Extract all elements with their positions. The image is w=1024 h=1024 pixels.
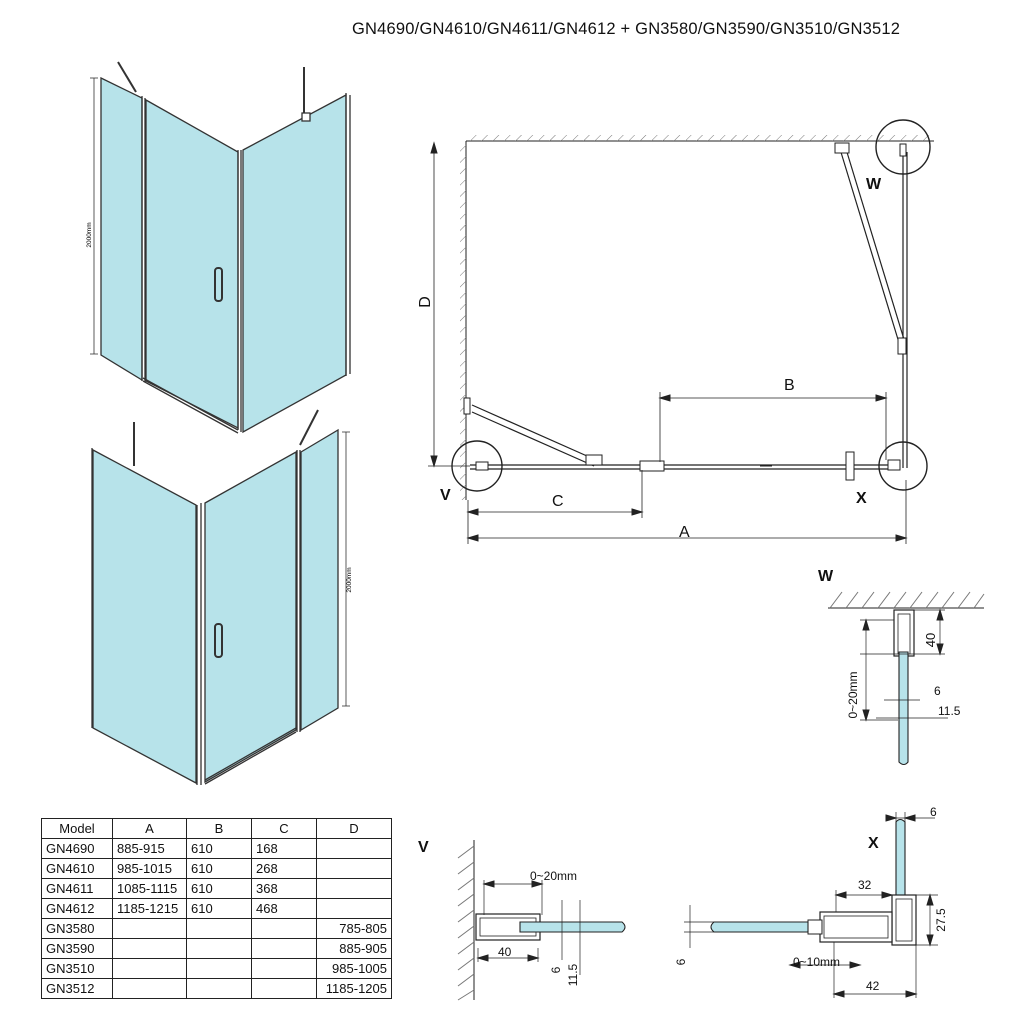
plan-view bbox=[428, 119, 934, 544]
detail-x-dim-27-5: 27.5 bbox=[934, 908, 948, 932]
cell-model: GN4690 bbox=[41, 838, 113, 859]
cell-model: GN3580 bbox=[41, 918, 113, 939]
detail-v-title: V bbox=[418, 839, 429, 856]
header-b: B bbox=[186, 818, 252, 839]
cell-a bbox=[112, 978, 187, 999]
detail-x-marker: X bbox=[856, 490, 867, 507]
detail-v-dim-6: 6 bbox=[549, 966, 563, 973]
detail-w-dim-range: 0~20mm bbox=[846, 671, 860, 718]
fixed-glass-panel bbox=[300, 428, 339, 732]
cell-b: 610 bbox=[186, 838, 252, 859]
cell-model: GN3510 bbox=[41, 958, 113, 979]
dim-a-label: A bbox=[679, 524, 690, 541]
cell-b bbox=[186, 938, 252, 959]
cell-c: 368 bbox=[251, 878, 317, 899]
detail-v-marker: V bbox=[440, 487, 451, 504]
cell-d: 885-905 bbox=[316, 938, 392, 959]
detail-w-dim-6: 6 bbox=[934, 684, 941, 698]
cell-model: GN4610 bbox=[41, 858, 113, 879]
detail-x-dim-range: 0~10mm bbox=[793, 955, 840, 969]
cell-a: 1185-1215 bbox=[112, 898, 187, 919]
header-model: Model bbox=[41, 818, 113, 839]
cell-c: 268 bbox=[251, 858, 317, 879]
cell-c: 468 bbox=[251, 898, 317, 919]
door-glass-panel bbox=[145, 98, 239, 430]
door-glass-panel bbox=[100, 76, 143, 382]
cell-c bbox=[251, 978, 317, 999]
cell-b: 610 bbox=[186, 858, 252, 879]
cell-d: 985-1005 bbox=[316, 958, 392, 979]
detail-w-title: W bbox=[818, 568, 834, 585]
height-label-top: 2000mm bbox=[86, 222, 93, 247]
detail-x-title: X bbox=[868, 835, 879, 852]
dim-c-label: C bbox=[552, 493, 564, 510]
detail-w-dim-11-5: 11.5 bbox=[938, 704, 961, 718]
cell-model: GN3512 bbox=[41, 978, 113, 999]
cell-a bbox=[112, 958, 187, 979]
cell-model: GN3590 bbox=[41, 938, 113, 959]
header-c: C bbox=[251, 818, 317, 839]
cell-d bbox=[316, 838, 392, 859]
cell-d bbox=[316, 858, 392, 879]
header-a: A bbox=[112, 818, 187, 839]
cell-model: GN4612 bbox=[41, 898, 113, 919]
cell-a: 1085-1115 bbox=[112, 878, 187, 899]
cell-c bbox=[251, 958, 317, 979]
cell-d: 1185-1205 bbox=[316, 978, 392, 999]
cell-a bbox=[112, 938, 187, 959]
side-glass-panel bbox=[242, 93, 347, 434]
cell-d bbox=[316, 898, 392, 919]
cell-a: 985-1015 bbox=[112, 858, 187, 879]
detail-x bbox=[684, 812, 938, 998]
cell-a bbox=[112, 918, 187, 939]
detail-w bbox=[828, 591, 985, 766]
cell-b bbox=[186, 918, 252, 939]
page-title: GN4690/GN4610/GN4611/GN4612 + GN3580/GN3… bbox=[352, 20, 901, 38]
perspective-view-top bbox=[90, 61, 351, 434]
detail-v bbox=[457, 840, 626, 1001]
detail-w-marker: W bbox=[866, 176, 882, 193]
detail-v-dim-40: 40 bbox=[498, 945, 512, 959]
cell-b: 610 bbox=[186, 898, 252, 919]
dim-b-label: B bbox=[784, 377, 795, 394]
cell-b bbox=[186, 958, 252, 979]
detail-x-dim-6-left: 6 bbox=[674, 958, 688, 965]
table-row: GN3580 785-805 bbox=[41, 918, 392, 939]
height-label-bottom: 2000mm bbox=[346, 567, 353, 592]
cell-b: 610 bbox=[186, 878, 252, 899]
table-row: GN3510 985-1005 bbox=[41, 958, 392, 979]
detail-v-dim-range: 0~20mm bbox=[530, 869, 577, 883]
cell-c bbox=[251, 918, 317, 939]
detail-x-dim-42: 42 bbox=[866, 979, 880, 993]
cell-d: 785-805 bbox=[316, 918, 392, 939]
door-glass-panel bbox=[204, 450, 297, 784]
dim-d-label: D bbox=[417, 296, 434, 308]
detail-x-dim-6-top: 6 bbox=[930, 805, 937, 819]
detail-w-dim-40: 40 bbox=[923, 633, 938, 647]
cell-a: 885-915 bbox=[112, 838, 187, 859]
table-row: GN3512 1185-1205 bbox=[41, 978, 392, 999]
cell-c: 168 bbox=[251, 838, 317, 859]
cell-d bbox=[316, 878, 392, 899]
header-d: D bbox=[316, 818, 392, 839]
table-header-row: Model A B C D bbox=[41, 818, 392, 839]
side-glass-panel bbox=[92, 448, 197, 785]
table-row: GN3590 885-905 bbox=[41, 938, 392, 959]
detail-x-dim-32: 32 bbox=[858, 878, 872, 892]
cell-c bbox=[251, 938, 317, 959]
cell-b bbox=[186, 978, 252, 999]
perspective-view-bottom bbox=[91, 409, 350, 785]
detail-v-dim-11-5: 11.5 bbox=[566, 963, 580, 986]
cell-model: GN4611 bbox=[41, 878, 113, 899]
